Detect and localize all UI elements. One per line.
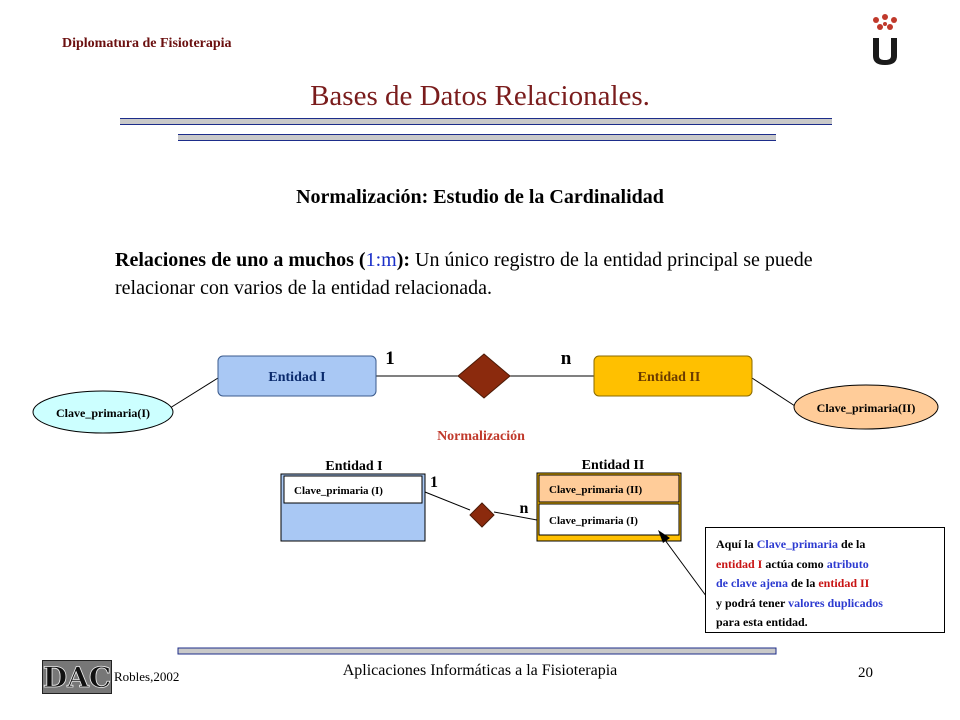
table-entity-i-field-label: Clave_primaria (I)	[294, 485, 383, 497]
table-entity-i-field	[283, 475, 423, 504]
slide-title: Bases de Datos Relacionales.	[310, 80, 650, 112]
annotation-note: Aquí la Clave_primaria de la entidad I a…	[705, 527, 945, 633]
note-line-2: entidad I actúa como atributo	[716, 556, 869, 571]
entity-ii-box	[593, 355, 753, 397]
note-line-1: Aquí la Clave_primaria de la	[716, 537, 866, 551]
table-entity-ii-field-pk-label: Clave_primaria (II)	[549, 484, 643, 496]
para-bold-close: ):	[396, 249, 411, 271]
title-divider-bottom	[178, 134, 776, 141]
table-entity-ii-title: Entidad II	[582, 458, 645, 473]
para-text: Un único registro de la entidad principa…	[115, 249, 813, 299]
para-cardinality: 1:m	[365, 249, 397, 271]
attr-primary-key-i	[32, 390, 174, 434]
title-divider-top	[120, 118, 832, 125]
page-number: 20	[858, 665, 873, 681]
attr-primary-key-ii	[793, 384, 939, 430]
dac-logo-text: DAC	[43, 661, 111, 694]
course-header: Diplomatura de Fisioterapia	[62, 36, 232, 51]
footer-author: Robles,2002	[114, 669, 180, 684]
table-entity-i-title: Entidad I	[325, 459, 382, 474]
attr-primary-key-i-label: Clave_primaria(I)	[56, 406, 150, 420]
note-line-4: y podrá tener valores duplicados	[716, 595, 883, 610]
cardinality-one: 1	[385, 348, 395, 369]
note-line-5: para esta entidad.	[716, 615, 808, 629]
table-cardinality-many: n	[520, 500, 529, 517]
table-entity-ii-field-fk	[538, 503, 680, 536]
definition-paragraph: Relaciones de uno a muchos (1:m): Un úni…	[115, 246, 875, 302]
entity-i-label: Entidad I	[268, 370, 325, 385]
table-entity-ii-field-fk-label: Clave_primaria (I)	[549, 515, 638, 527]
section-subtitle: Normalización: Estudio de la Cardinalida…	[296, 186, 664, 208]
table-entity-ii-field-pk	[538, 474, 680, 503]
university-logo	[860, 12, 910, 72]
footer-divider	[177, 647, 777, 655]
normalization-label: Normalización	[437, 429, 525, 444]
relationship-diamond	[457, 353, 511, 399]
table-relationship-diamond	[469, 502, 495, 528]
dac-logo: DAC	[42, 660, 112, 694]
note-line-3: de clave ajena de la entidad II	[716, 576, 870, 590]
footer-course-title: Aplicaciones Informáticas a la Fisiotera…	[342, 662, 618, 679]
cardinality-many: n	[561, 348, 572, 369]
para-bold: Relaciones de uno a muchos (	[115, 249, 366, 271]
table-cardinality-one: 1	[430, 474, 438, 491]
entity-ii-label: Entidad II	[638, 370, 701, 385]
entity-i-box	[217, 355, 377, 397]
attr-primary-key-ii-label: Clave_primaria(II)	[817, 401, 916, 415]
note-arrow-head	[658, 530, 670, 543]
